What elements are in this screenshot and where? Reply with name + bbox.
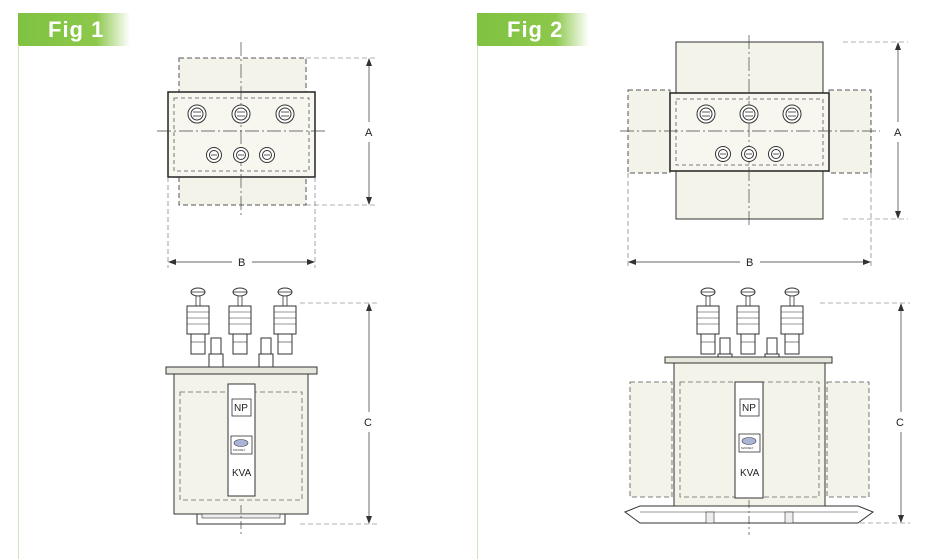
fig2-radiator-right	[828, 89, 872, 174]
fig1-np-label: NP	[234, 403, 248, 414]
fig1-hv-terminal	[231, 104, 251, 124]
fig2-base-skid	[623, 505, 875, 524]
fig1-np-plate	[231, 398, 252, 417]
fig1-hv-terminal	[187, 104, 207, 124]
fig1-hv-terminal	[275, 104, 295, 124]
fig1-panel-divider	[18, 45, 19, 559]
fig2-hv-terminal	[739, 104, 759, 124]
fig2-dimension-a-label: A	[894, 127, 902, 139]
fig1-front-view: NP MASSEY KVA C	[165, 287, 378, 535]
fig1-kva-label: KVA	[232, 468, 252, 479]
fig1-lv-terminal	[233, 147, 249, 163]
fig2-tank-cover	[664, 356, 833, 364]
fig1-dimension-a-label: A	[365, 127, 373, 139]
fig2-hv-bushing	[780, 287, 804, 355]
fig2-front-view: NP MASSEY KVA C	[623, 287, 910, 535]
fig1-dimension-c-label: C	[364, 417, 372, 429]
fig2-np-label: NP	[742, 403, 756, 414]
fig2-lv-terminal	[768, 146, 784, 162]
fig1-title-tab: Fig 1	[18, 13, 130, 46]
fig2-np-plate	[739, 398, 760, 417]
fig1-top-view: A B	[157, 42, 378, 269]
fig2-hv-bushing	[696, 287, 720, 355]
fig1-dimension-b-label: B	[238, 257, 245, 269]
fig1-title: Fig 1	[48, 17, 105, 42]
fig2-radiator-left	[627, 89, 671, 174]
fig2-panel-divider	[477, 45, 478, 559]
fig1-lv-bushing	[208, 337, 224, 371]
fig1-lv-bushing	[258, 337, 274, 371]
fig1-tank-cover	[165, 366, 318, 375]
fig1-logo-text: MASSEY	[233, 448, 246, 452]
fig1-hv-bushing	[228, 287, 252, 355]
fig1-lv-terminal	[259, 147, 275, 163]
fig2-hv-terminal	[696, 104, 716, 124]
fig1-logo-icon	[233, 439, 249, 447]
fig2-logo-icon	[741, 437, 757, 445]
fig2-radiator-right-front	[826, 381, 870, 498]
fig1-hv-bushing	[186, 287, 210, 355]
fig2-radiator-left-front	[629, 381, 673, 498]
fig2-hv-bushing	[736, 287, 760, 355]
fig2-top-view: A B	[620, 35, 908, 269]
fig2-dimension-b-label: B	[746, 257, 753, 269]
fig2-lv-terminal	[741, 146, 757, 162]
fig2-hv-terminal	[782, 104, 802, 124]
fig2-lv-terminal	[715, 146, 731, 162]
fig2-title: Fig 2	[507, 17, 564, 42]
fig2-logo-text: MASSEY	[741, 446, 754, 450]
fig2-dimension-c-label: C	[896, 417, 904, 429]
fig2-kva-label: KVA	[740, 468, 760, 479]
fig2-title-tab: Fig 2	[477, 13, 589, 46]
fig1-hv-bushing	[273, 287, 297, 355]
fig1-lv-terminal	[206, 147, 222, 163]
